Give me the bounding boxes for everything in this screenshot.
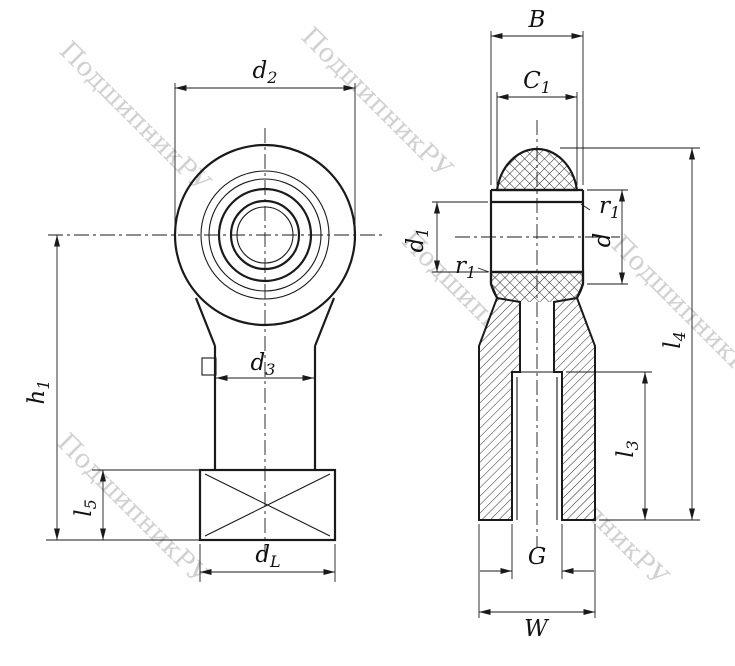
dim-G: G — [480, 524, 594, 579]
watermark-text: ПодшипникРУ — [51, 428, 214, 591]
dim-l5: l5 — [71, 469, 200, 540]
dim-label-d3: d3 — [251, 350, 276, 379]
watermark-text: ПодшипникРУ — [53, 36, 216, 199]
watermark-text: ПодшипникРУ — [295, 22, 458, 185]
dim-d: d — [587, 189, 628, 285]
dim-label-d: d — [590, 233, 616, 248]
dim-l3: l3 — [566, 371, 652, 520]
housing-transition-left — [489, 283, 499, 299]
dim-label-l3: l3 — [613, 440, 642, 458]
flat-marking-diagonal-2 — [204, 473, 331, 537]
dim-d2: d2 — [174, 58, 356, 229]
dim-label-h1: h1 — [24, 379, 53, 404]
dim-dL: dL — [199, 542, 336, 582]
dim-label-l5: l5 — [71, 499, 100, 517]
dim-label-l4: l4 — [660, 331, 689, 349]
dim-label-W: W — [524, 616, 550, 642]
side-view-centerlines — [455, 120, 620, 548]
dim-d1: d1 — [403, 201, 488, 273]
housing-wall-right — [553, 296, 596, 521]
dim-label-r1-bottom: r1 — [455, 253, 476, 282]
dim-r1-bottom: r1 — [455, 253, 490, 282]
dim-label-C1: C1 — [523, 68, 551, 97]
front-view-centerlines — [48, 128, 382, 560]
housing-wall-left — [478, 296, 521, 521]
dim-label-G: G — [528, 544, 546, 570]
dim-label-d2: d2 — [253, 58, 278, 87]
dim-label-d1: d1 — [403, 228, 432, 253]
housing-transition-right — [575, 283, 585, 299]
dim-d3: d3 — [216, 350, 314, 381]
side-view-outline — [478, 147, 596, 521]
watermark-text: ПодшипникРУ — [605, 230, 735, 393]
neck-taper-left — [194, 297, 217, 347]
hex-base — [198, 468, 337, 542]
front-view: d2 d3 h1 l5 dL — [24, 58, 382, 582]
grease-fitting — [201, 357, 217, 376]
watermarks: ПодшипникРУ ПодшипникРУ ПодшипникРУ Подш… — [51, 22, 735, 593]
dim-r1-top: r1 — [580, 193, 620, 222]
dim-label-B: B — [528, 7, 546, 33]
neck-taper-right — [313, 297, 336, 347]
dim-label-dL: dL — [255, 542, 280, 571]
dim-label-r1-top: r1 — [599, 193, 620, 222]
side-view: B C1 d1 d r1 r1 — [403, 7, 700, 642]
dim-h1: h1 — [24, 235, 200, 541]
dim-B: B — [490, 7, 584, 185]
dim-C1: C1 — [496, 68, 578, 185]
dim-W: W — [478, 524, 596, 642]
dim-l4: l4 — [560, 147, 700, 521]
